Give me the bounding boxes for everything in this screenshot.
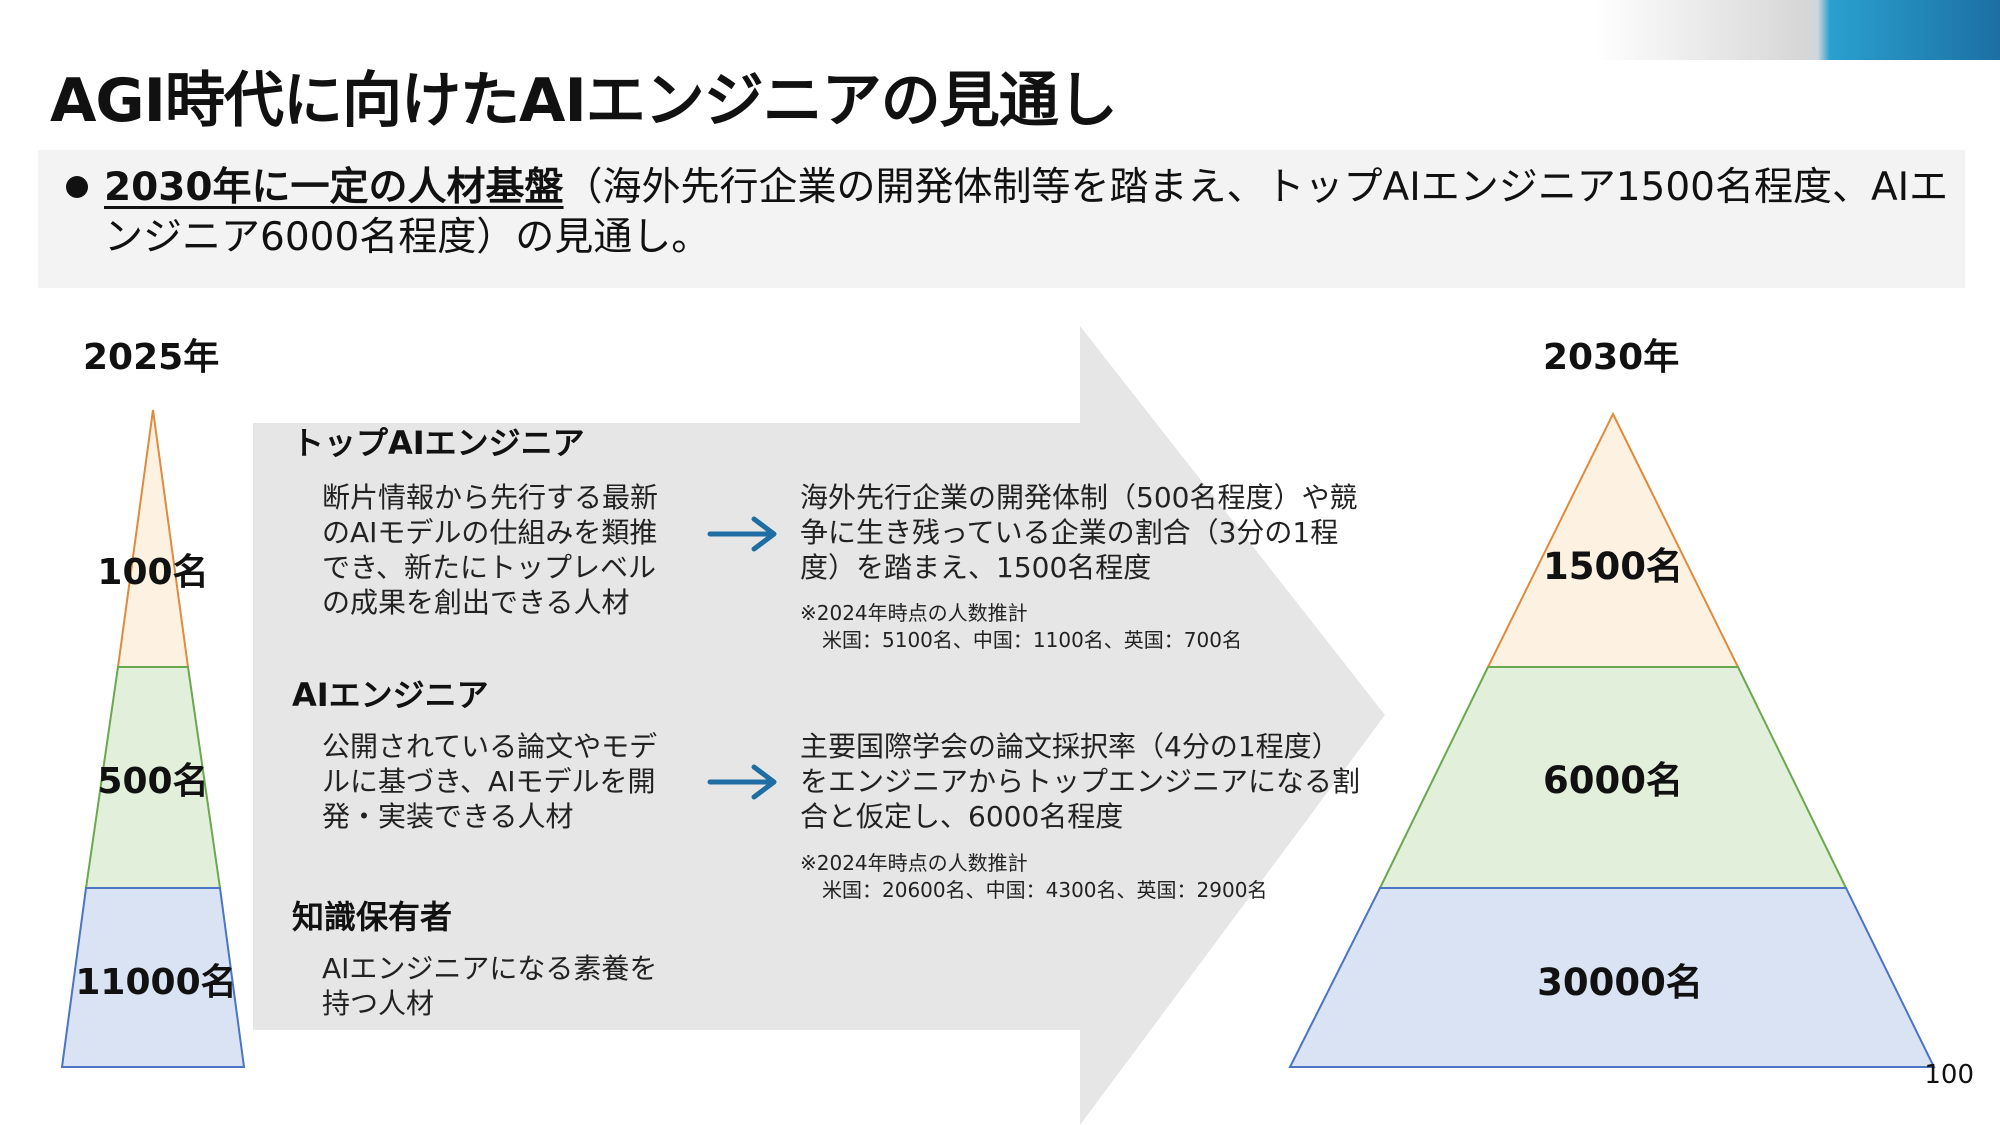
category-description-ai-engineer: 公開されている論文やモデルに基づき、AIモデルを開発・実装できる人材 [322,730,658,833]
arrow-right-icon [707,516,777,552]
summary-emphasis: 2030年に一定の人材基盤 [104,165,564,210]
bullet-icon [66,176,88,198]
pyramid-2025-bottom [60,887,246,1068]
pyramid-2025-top [116,409,190,668]
page-number: 100 [1924,1060,1974,1090]
arrow-right-icon [707,764,777,800]
pyramid-2030-top-label: 1500名 [1543,545,1683,588]
year-2025-label: 2025年 [83,337,220,378]
summary-text: 2030年に一定の人材基盤（海外先行企業の開発体制等を踏まえ、トップAIエンジニ… [104,163,1954,263]
pyramid-2030-bottom-label: 30000名 [1537,961,1703,1004]
header-decoration [1595,0,2000,60]
year-2030-label: 2030年 [1543,337,1680,378]
note-title-ai-engineer: ※2024年時点の人数推計 [800,851,1028,875]
pyramid-2025-top-label: 100名 [97,552,209,593]
summary-box [38,150,1965,288]
pyramid-2025-bottom-label: 11000名 [75,962,237,1003]
category-description-top-ai-engineer: 断片情報から先行する最新のAIモデルの仕組みを類推でき、新たにトップレベルの成果… [322,481,659,619]
summary-body: （海外先行企業の開発体制等を踏まえ、トップAIエンジニア1500名程度、AIエン… [104,165,1949,260]
category-description-knowledge-holder: AIエンジニアになる素養を持つ人材 [322,952,658,1020]
pyramid-2025-middle-label: 500名 [97,761,209,802]
note-values-ai-engineer: 米国：20600名、中国：4300名、英国：2900名 [822,878,1268,902]
category-title-ai-engineer: AIエンジニア [292,676,489,714]
rationale-ai-engineer: 主要国際学会の論文採択率（4分の1程度）をエンジニアからトップエンジニアになる割… [800,730,1361,833]
pyramid-2030-middle-label: 6000名 [1543,759,1683,802]
transition-arrow [253,326,1385,1125]
page-title: AGI時代に向けたAIエンジニアの見通し [50,66,1118,136]
pyramid-2030-bottom [1288,887,1936,1068]
category-title-knowledge-holder: 知識保有者 [292,898,453,936]
note-title-top-ai-engineer: ※2024年時点の人数推計 [800,601,1028,625]
note-values-top-ai-engineer: 米国：5100名、中国：1100名、英国：700名 [822,628,1242,652]
rationale-top-ai-engineer: 海外先行企業の開発体制（500名程度）や競争に生き残っている企業の割合（3分の1… [800,481,1358,584]
category-title-top-ai-engineer: トップAIエンジニア [292,424,585,462]
